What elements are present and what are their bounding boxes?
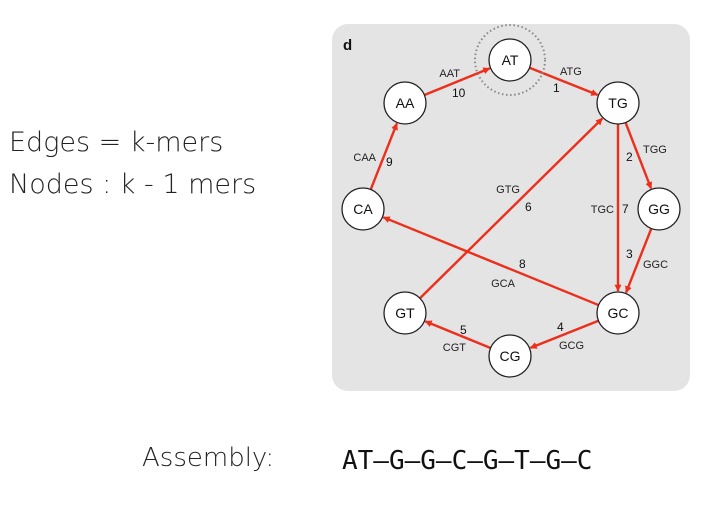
edge-order-label: 10 bbox=[452, 86, 466, 100]
edges-layer bbox=[369, 66, 653, 350]
node-label: GT bbox=[395, 305, 415, 321]
edge-cgt bbox=[424, 320, 492, 350]
assembly-label: Assembly: bbox=[142, 443, 275, 473]
node-label: CA bbox=[353, 201, 373, 217]
legend-edges-line: Edges = k-mers bbox=[9, 127, 224, 158]
node-ca: CA bbox=[341, 187, 385, 231]
node-tg: TG bbox=[596, 81, 640, 125]
edge-kmer-label: GCA bbox=[491, 278, 516, 290]
node-gt: GT bbox=[383, 291, 427, 335]
node-circle bbox=[383, 81, 427, 125]
edge-caa bbox=[369, 122, 399, 190]
edge-order-label: 2 bbox=[626, 150, 633, 164]
node-circle bbox=[596, 291, 640, 335]
edge-kmer-label: TGC bbox=[591, 204, 614, 216]
node-label: GC bbox=[608, 305, 629, 321]
edge-gca bbox=[382, 216, 600, 307]
node-label: CG bbox=[500, 348, 521, 364]
edge-kmer-label: CAA bbox=[353, 152, 376, 164]
node-label: GG bbox=[648, 201, 670, 217]
edge-tgg bbox=[624, 122, 653, 190]
panel-letter: d bbox=[343, 37, 352, 54]
edge-order-label: 5 bbox=[460, 323, 467, 337]
edge-order-label: 4 bbox=[557, 320, 564, 334]
edge-kmer-label: GCG bbox=[559, 340, 584, 352]
edge-kmer-label: CGT bbox=[443, 342, 467, 354]
node-cg: CG bbox=[488, 334, 532, 378]
edge-order-label: 7 bbox=[622, 202, 629, 216]
node-at: AT bbox=[474, 24, 546, 96]
edge-order-label: 3 bbox=[626, 247, 633, 261]
edge-gtg bbox=[419, 117, 604, 300]
edge-gcg bbox=[529, 319, 599, 349]
edge-order-label: 9 bbox=[386, 155, 393, 169]
assembly-sequence: AT–G–G–C–G–T–G–C bbox=[342, 446, 593, 476]
node-label: TG bbox=[608, 95, 627, 111]
edge-kmer-label: ATG bbox=[560, 66, 582, 78]
edge-ggc bbox=[624, 228, 653, 294]
edge-aat bbox=[423, 67, 491, 97]
edge-kmer-label: GTG bbox=[496, 184, 520, 196]
node-circle bbox=[488, 334, 532, 378]
node-circle bbox=[637, 187, 681, 231]
node-label: AA bbox=[396, 95, 415, 111]
edge-kmer-label: TGG bbox=[643, 144, 667, 156]
node-gc: GC bbox=[596, 291, 640, 335]
node-circle bbox=[341, 187, 385, 231]
node-label: AT bbox=[502, 52, 519, 68]
edge-kmer-label: AAT bbox=[439, 68, 460, 80]
node-circle bbox=[596, 81, 640, 125]
edge-order-label: 8 bbox=[519, 257, 526, 271]
edge-atg bbox=[529, 66, 599, 96]
edge-order-label: 6 bbox=[525, 200, 532, 214]
node-gg: GG bbox=[637, 187, 681, 231]
edge-order-label: 1 bbox=[553, 81, 560, 95]
node-aa: AA bbox=[383, 81, 427, 125]
node-circle bbox=[383, 291, 427, 335]
start-node-ring bbox=[474, 24, 546, 96]
legend-nodes-line: Nodes : k - 1 mers bbox=[9, 169, 257, 200]
legend: Edges = k-mers Nodes : k - 1 mers bbox=[9, 122, 256, 206]
node-circle bbox=[488, 38, 532, 82]
edge-kmer-label: GGC bbox=[643, 259, 668, 271]
